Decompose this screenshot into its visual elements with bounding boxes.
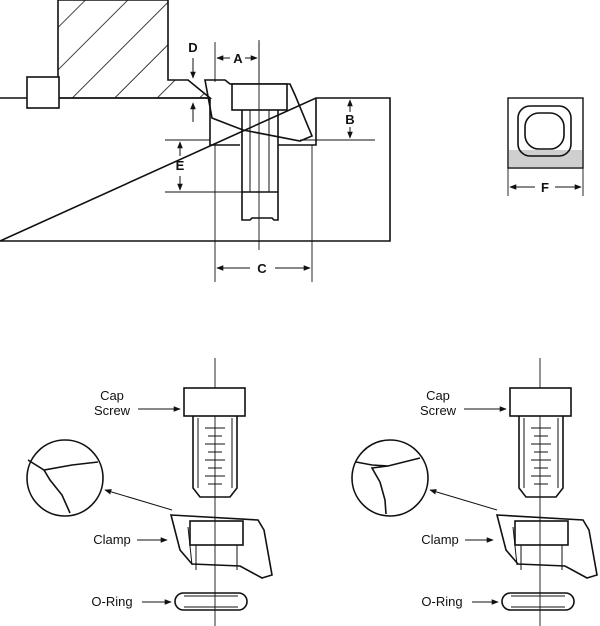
assembly-left: Cap Screw Clamp O-Ring bbox=[26, 358, 273, 626]
hatched-clamp-arm bbox=[57, 0, 213, 99]
dim-label-a: A bbox=[233, 51, 243, 66]
label-clamp-left: Clamp bbox=[93, 532, 131, 547]
label-screw-right: Screw bbox=[420, 403, 457, 418]
o-ring bbox=[501, 592, 575, 611]
label-oring-right: O-Ring bbox=[421, 594, 462, 609]
clamp bbox=[495, 514, 598, 579]
slot-view: F bbox=[507, 97, 584, 196]
cap-screw-shank bbox=[518, 416, 564, 498]
dim-label-e: E bbox=[176, 158, 185, 173]
label-cap-right: Cap bbox=[426, 388, 450, 403]
label-cap-left: Cap bbox=[100, 388, 124, 403]
label-oring-left: O-Ring bbox=[91, 594, 132, 609]
screw-shank bbox=[241, 110, 279, 221]
detail-circle bbox=[351, 439, 429, 517]
label-clamp-right: Clamp bbox=[421, 532, 459, 547]
o-ring bbox=[174, 592, 248, 611]
clamp bbox=[169, 514, 273, 579]
cap-screw-head bbox=[509, 387, 572, 417]
dim-label-d: D bbox=[188, 40, 197, 55]
locator-block bbox=[26, 76, 60, 109]
clamp-body bbox=[204, 79, 314, 142]
detail-circle bbox=[26, 439, 104, 517]
dim-label-f: F bbox=[541, 180, 549, 195]
dim-label-c: C bbox=[257, 261, 267, 276]
cap-screw-head bbox=[183, 387, 246, 417]
shaded-band bbox=[509, 150, 582, 167]
assembly-right: Cap Screw Clamp O-Ring bbox=[351, 358, 598, 626]
label-screw-left: Screw bbox=[94, 403, 131, 418]
cap-screw-shank bbox=[192, 416, 238, 498]
dim-label-b: B bbox=[345, 112, 354, 127]
base-block bbox=[0, 97, 391, 242]
pocket bbox=[209, 98, 317, 146]
section-view: A D B E C bbox=[0, 0, 391, 282]
screw-head bbox=[231, 83, 288, 111]
